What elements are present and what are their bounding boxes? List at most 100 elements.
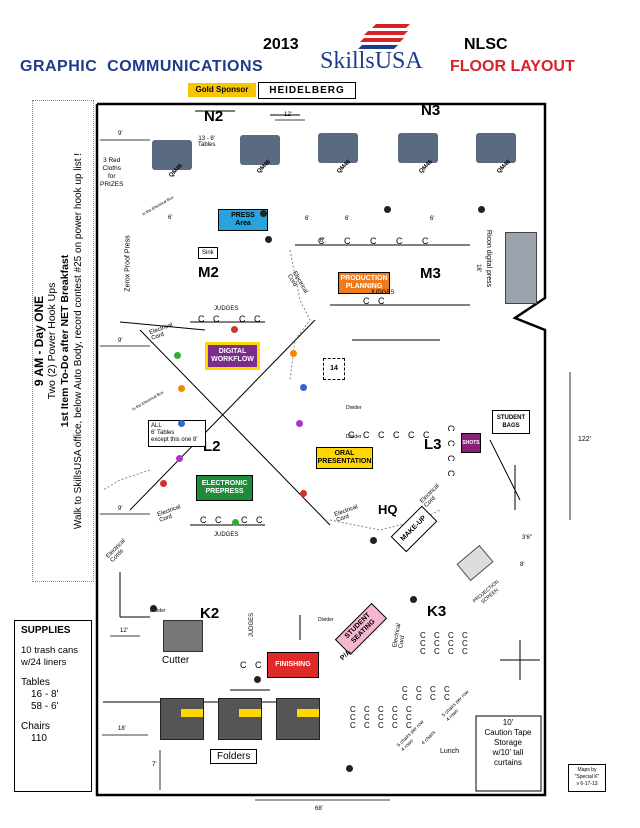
zone-n3: N3 bbox=[421, 102, 441, 119]
dim-6-m3: 6' bbox=[320, 238, 325, 244]
dim-6-planning-3: 6' bbox=[430, 216, 435, 222]
lunch-label: Lunch bbox=[440, 748, 460, 755]
heidelberg-logo: HEIDELBERG bbox=[258, 82, 356, 99]
production-planning-area[interactable]: PRODUCTION PLANNING bbox=[338, 272, 390, 294]
divider-label-1: Divider bbox=[346, 405, 362, 411]
year-label: 2013 bbox=[263, 36, 299, 53]
k3-chairs-3: C C C C C C C C bbox=[402, 685, 453, 702]
finishing-area[interactable]: FINISHING bbox=[267, 652, 319, 678]
k3-chairs-1: C C C C C C C C C C C C bbox=[420, 631, 471, 656]
press-area[interactable]: PRESS Area bbox=[218, 209, 268, 231]
power-icon bbox=[265, 236, 272, 243]
power-icon bbox=[478, 206, 485, 213]
supplies-box: SUPPLIES 10 trash cans w/24 liners Table… bbox=[14, 620, 92, 792]
zone-k2: K2 bbox=[200, 605, 220, 622]
zone-hq: HQ bbox=[378, 502, 398, 517]
dim-18-k2: 18' bbox=[118, 726, 126, 732]
skillsusa-logo: SkillsUSA bbox=[318, 22, 430, 74]
supplies-tables-6: 58 - 6' bbox=[31, 701, 59, 712]
planning-chairs: C C C C C bbox=[318, 236, 432, 246]
dim-12-top: 12' bbox=[284, 112, 292, 118]
dim-7: 7' bbox=[152, 762, 157, 768]
press-qm46-3 bbox=[318, 133, 358, 163]
dim-8: 8' bbox=[520, 562, 525, 568]
sidebar-note-box: 9 AM - Day ONE Two (2) Power Hook Ups 1s… bbox=[32, 100, 94, 582]
power-icon bbox=[346, 765, 353, 772]
k2-chairs: C C bbox=[240, 660, 265, 670]
folder-icon-2 bbox=[218, 698, 262, 740]
apple-icon bbox=[160, 480, 167, 487]
power-icon bbox=[260, 210, 267, 217]
electronic-prepress-area[interactable]: ELECTRONIC PREPRESS bbox=[196, 475, 253, 501]
student-bags-area[interactable]: STUDENT BAGS bbox=[492, 410, 530, 434]
divider-label-2: Divider bbox=[346, 434, 362, 440]
apple-icon bbox=[231, 326, 238, 333]
judges-label-planning: JUDGES bbox=[370, 290, 395, 296]
dim-6-press: 6' bbox=[168, 215, 173, 221]
apple-icon bbox=[176, 455, 183, 462]
logo-text: SkillsUSA bbox=[320, 48, 423, 74]
zone-k3: K3 bbox=[427, 603, 447, 620]
red-cloths-label: 3 Red Cloths for PRIZES bbox=[100, 157, 124, 188]
k3-chairs-2: C C C C C C C C C C C C C C C bbox=[350, 705, 415, 730]
supplies-tables-label: Tables bbox=[21, 677, 50, 688]
oral-chairs: C C C C C C bbox=[348, 430, 433, 440]
cutter-icon bbox=[163, 620, 203, 652]
l3-chairs: C C C C bbox=[446, 425, 456, 480]
nlsc-label: NLSC bbox=[464, 36, 508, 53]
folders-label: Folders bbox=[210, 749, 258, 764]
zone-n2: N2 bbox=[204, 108, 224, 125]
power-icon bbox=[384, 206, 391, 213]
all-tables-note: ALL 6' Tables except this one 8' bbox=[148, 420, 206, 447]
power-icon bbox=[254, 676, 261, 683]
dim-6-planning-2: 6' bbox=[345, 216, 350, 222]
dim-12-k2: 12' bbox=[120, 628, 128, 634]
apple-icon bbox=[174, 352, 181, 359]
apple-icon bbox=[178, 420, 185, 427]
judges-label-top: JUDGES bbox=[214, 306, 239, 312]
supplies-chairs-count: 110 bbox=[31, 733, 47, 744]
shots-area[interactable]: SHOTS bbox=[461, 433, 481, 453]
apple-icon bbox=[290, 350, 297, 357]
oral-presentation-area[interactable]: ORAL PRESENTATION bbox=[316, 447, 373, 469]
divider-label-4: Divider bbox=[318, 617, 334, 623]
apple-icon bbox=[232, 519, 239, 526]
press-qm46-4 bbox=[398, 133, 438, 163]
press-qm46-2 bbox=[240, 135, 280, 165]
supplies-tables-8: 16 - 8' bbox=[31, 689, 59, 700]
apple-icon bbox=[300, 490, 307, 497]
left-title: GRAPHIC COMMUNICATIONS bbox=[20, 58, 264, 75]
dim-18-m3: 18' bbox=[474, 264, 481, 272]
dim-122: 122' bbox=[578, 436, 592, 443]
caution-tape-label: 10' Caution Tape Storage w/10' tall curt… bbox=[484, 718, 532, 767]
power-icon bbox=[150, 605, 157, 612]
dim-6-planning-1: 6' bbox=[305, 216, 310, 222]
apple-icon bbox=[178, 385, 185, 392]
divider-label-3: Divider bbox=[150, 608, 166, 614]
press-qm46-1 bbox=[152, 140, 192, 170]
flag-icon bbox=[358, 24, 410, 49]
zone-m3: M3 bbox=[420, 265, 441, 282]
sink-label: Sink bbox=[198, 247, 218, 259]
apple-icon bbox=[300, 384, 307, 391]
zerox-label: Zerox Proof Press bbox=[124, 235, 132, 292]
zone-m2: M2 bbox=[198, 264, 219, 281]
folder-icon-1 bbox=[160, 698, 204, 740]
judges-chairs-top: C C C C bbox=[198, 314, 264, 324]
judges-room-14[interactable]: 14 bbox=[323, 358, 345, 380]
power-icon bbox=[410, 596, 417, 603]
dim-9-top: 9' bbox=[118, 131, 123, 137]
supplies-trash: 10 trash cans w/24 liners bbox=[21, 645, 79, 668]
maps-by-label: Maps by "Special K" v 6-17-13 bbox=[568, 764, 606, 792]
planning-judges-chairs: C C bbox=[363, 296, 388, 306]
zone-l3: L3 bbox=[424, 436, 442, 453]
power-icon bbox=[370, 537, 377, 544]
press-qm46-5 bbox=[476, 133, 516, 163]
zone-l2: L2 bbox=[203, 438, 221, 455]
gold-sponsor-badge: Gold Sponsor bbox=[188, 83, 256, 97]
ricoh-press-icon bbox=[505, 232, 537, 304]
judges-chairs-bottom: C C C C bbox=[200, 515, 266, 525]
supplies-title: SUPPLIES bbox=[21, 625, 71, 636]
digital-workflow-area[interactable]: DIGITAL WORKFLOW bbox=[205, 342, 260, 370]
supplies-chairs-label: Chairs bbox=[21, 721, 50, 732]
